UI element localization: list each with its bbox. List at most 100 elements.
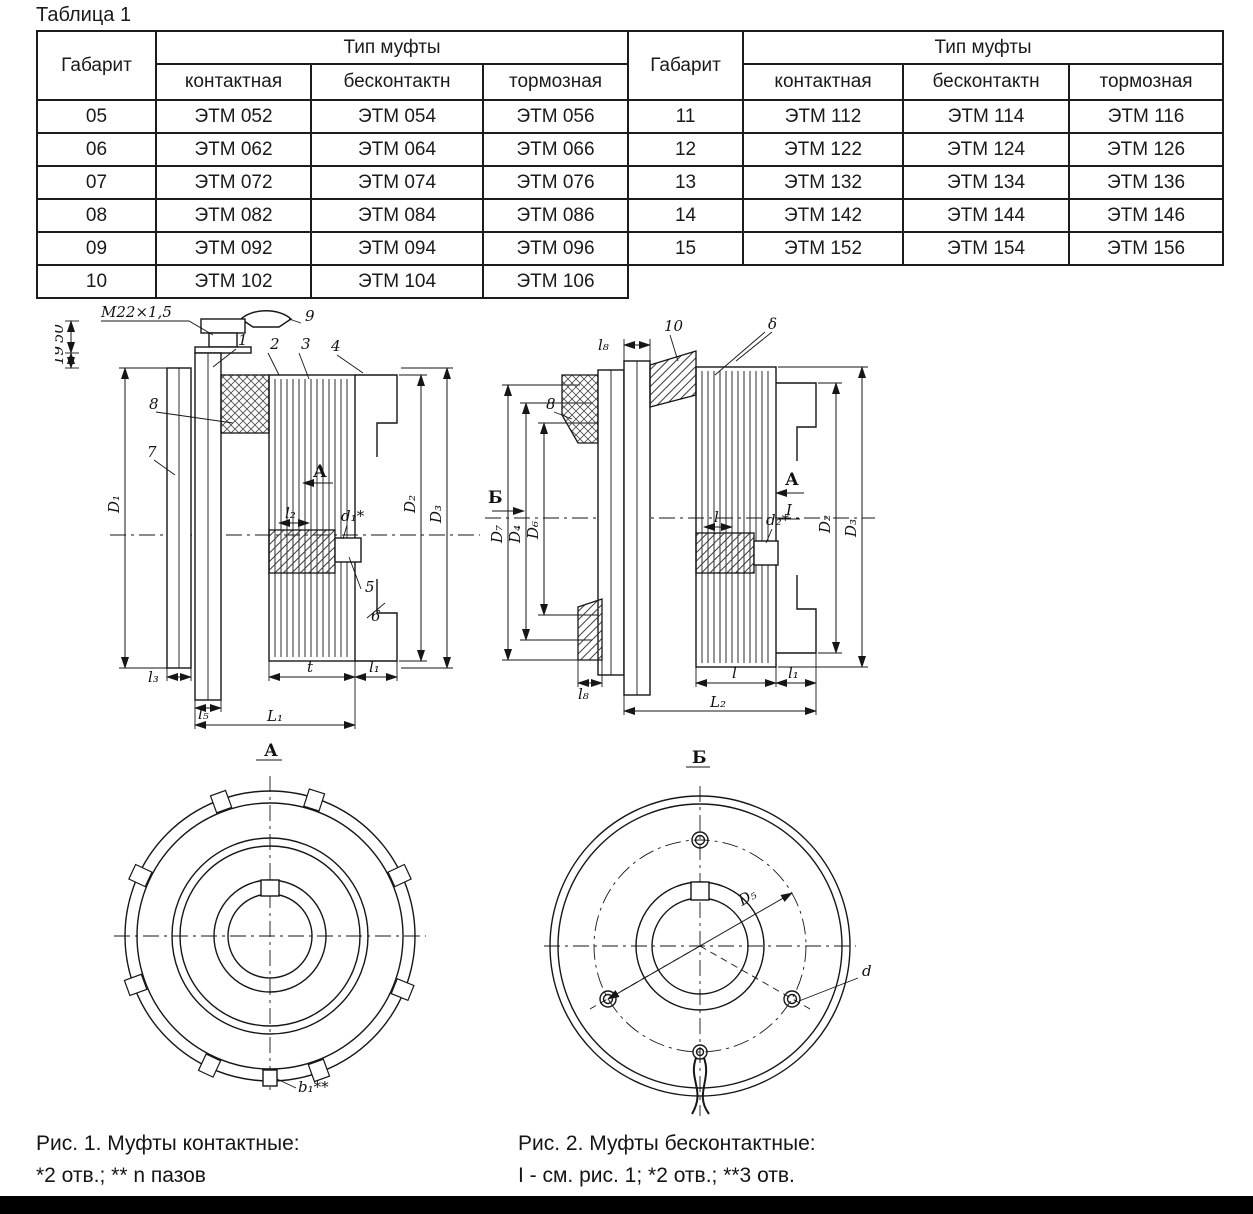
fig2-cross-section-drawing: Б D₇ D₄ D₆ 8 10 l₈: [485, 315, 875, 715]
fig1-cross-section-drawing: М22×1,5 9 50 19: [55, 305, 480, 729]
cell-contact: ЭТМ 112: [742, 99, 905, 134]
part-10-leader: [669, 334, 679, 362]
cell-contactless: ЭТМ 124: [902, 132, 1071, 167]
radial-line-right: [699, 945, 811, 1010]
empty-cell: [627, 265, 1224, 298]
dim-l1: l₁: [775, 653, 817, 715]
brush-core-section: [561, 374, 599, 444]
view-A-title: А: [264, 741, 278, 761]
dim-D2-label: D₂: [816, 515, 834, 534]
cell-brake: ЭТМ 076: [481, 165, 630, 200]
part-1-callout: 1: [238, 331, 248, 349]
cell-contactless: ЭТМ 114: [902, 99, 1071, 134]
cell-brake: ЭТМ 146: [1068, 198, 1225, 233]
dim-l1: l₁: [354, 658, 398, 681]
dim-D7-label: D₇: [488, 525, 506, 544]
dim-D3: D₃: [778, 366, 868, 668]
cell-contactless: ЭТМ 094: [310, 231, 484, 266]
dim-l3-label: l₃: [148, 668, 159, 686]
dim-D3: D₃: [401, 367, 453, 669]
cell-size: 06: [36, 132, 157, 167]
cell-contactless: ЭТМ 104: [310, 264, 484, 299]
keyway: [260, 879, 280, 897]
cell-size: 09: [36, 231, 157, 266]
cell-contact: ЭТМ 132: [742, 165, 905, 200]
dim-19-label: 19: [55, 345, 67, 365]
dim-D2-label: D₂: [401, 495, 419, 514]
gap-delta-label: δ: [768, 315, 777, 333]
dim-b1-label: b₁**: [298, 1078, 329, 1095]
dim-d-label: d: [862, 962, 872, 980]
cell-contactless: ЭТМ 084: [310, 198, 484, 233]
section-B-label: Б: [488, 488, 503, 508]
terminal-bolt-assembly: [194, 310, 293, 354]
fig1-caption-line1: Рис. 1. Муфты контактные:: [36, 1132, 300, 1155]
dim-t: t: [268, 658, 356, 729]
fig2-caption-line1: Рис. 2. Муфты бесконтактные:: [518, 1132, 816, 1155]
dim-D4-label: D₄: [506, 525, 524, 544]
dim-D7: D₇: [488, 384, 580, 661]
cell-brake: ЭТМ 136: [1068, 165, 1225, 200]
cell-size: 15: [627, 231, 745, 266]
dim-l5-label: l₅: [198, 705, 209, 723]
part-5-leader: [348, 556, 362, 590]
outer-drum-upper: [776, 382, 817, 461]
cell-contact: ЭТМ 052: [155, 99, 312, 134]
cell-size: 05: [36, 99, 157, 134]
part-2-leader: [267, 352, 280, 376]
col-header-gabarit-right: Габарит: [627, 30, 745, 101]
dim-l8-bottom-label: l₈: [578, 685, 589, 703]
table-title: Таблица 1: [36, 4, 132, 26]
cell-size: 13: [627, 165, 745, 200]
cell-contact: ЭТМ 122: [742, 132, 905, 167]
dim-d1-leader: [342, 524, 348, 540]
dim-D5-line: [607, 892, 793, 1000]
cell-contactless: ЭТМ 154: [902, 231, 1071, 266]
part-2-callout: 2: [269, 335, 280, 353]
thread-label: М22×1,5: [100, 305, 172, 321]
col-header-contactless-right: бесконтактн: [902, 63, 1071, 101]
dim-L1: L₁: [194, 707, 356, 729]
adjusting-screw: [334, 537, 362, 563]
cable-outlet: [691, 1044, 710, 1115]
dim-L2: L₂: [623, 693, 817, 715]
dim-l2-label: l₂: [285, 504, 296, 522]
dim-D3-label: D₃: [427, 505, 445, 524]
part-6-callout: 6: [371, 607, 381, 625]
dim-l3: l₃: [148, 668, 192, 686]
col-header-gabarit-left: Габарит: [36, 30, 157, 101]
cell-brake: ЭТМ 116: [1068, 99, 1225, 134]
dim-50-19: 50 19: [55, 320, 79, 369]
dim-D2: D₂: [399, 374, 427, 662]
cell-brake: ЭТМ 066: [481, 132, 630, 167]
dim-d-leader: [798, 977, 859, 1002]
col-header-contact-right: контактная: [742, 63, 905, 101]
cell-size: 07: [36, 165, 157, 200]
thread-leader-line: [101, 320, 214, 336]
part-8-callout: 8: [546, 395, 556, 413]
outer-drum-lower: [355, 579, 398, 662]
hub-section: [695, 532, 755, 574]
table-subheader-row: контактная бесконтактн тормозная контакт…: [37, 63, 1225, 101]
keyway: [690, 881, 710, 901]
fig2-front-view-B: Б D₅ d: [544, 748, 872, 1116]
dim-l8-top-label: l₈: [598, 336, 609, 354]
cell-brake: ЭТМ 056: [481, 99, 630, 134]
dim-l8-bottom: l₈: [577, 660, 603, 703]
fig1-caption-line2: *2 отв.; ** n пазов: [36, 1163, 206, 1187]
part-3-leader: [298, 352, 310, 380]
cell-contactless: ЭТМ 054: [310, 99, 484, 134]
dim-50-label: 50: [55, 323, 67, 343]
dim-L2-label: L₂: [709, 693, 726, 711]
part-6-leader: [366, 602, 386, 619]
footer-bar: [0, 1196, 1253, 1214]
cell-brake: ЭТМ 156: [1068, 231, 1225, 266]
dim-l-bottom-label: l: [732, 664, 737, 682]
cell-contact: ЭТМ 082: [155, 198, 312, 233]
part-9-callout: 9: [305, 307, 315, 325]
dim-l1-label: l₁: [369, 658, 380, 676]
dim-D5-label: D₅: [734, 885, 759, 910]
part-1-leader: [212, 348, 237, 368]
table-row: 08 ЭТМ 082 ЭТМ 084 ЭТМ 086 14 ЭТМ 142 ЭТ…: [36, 198, 1225, 233]
